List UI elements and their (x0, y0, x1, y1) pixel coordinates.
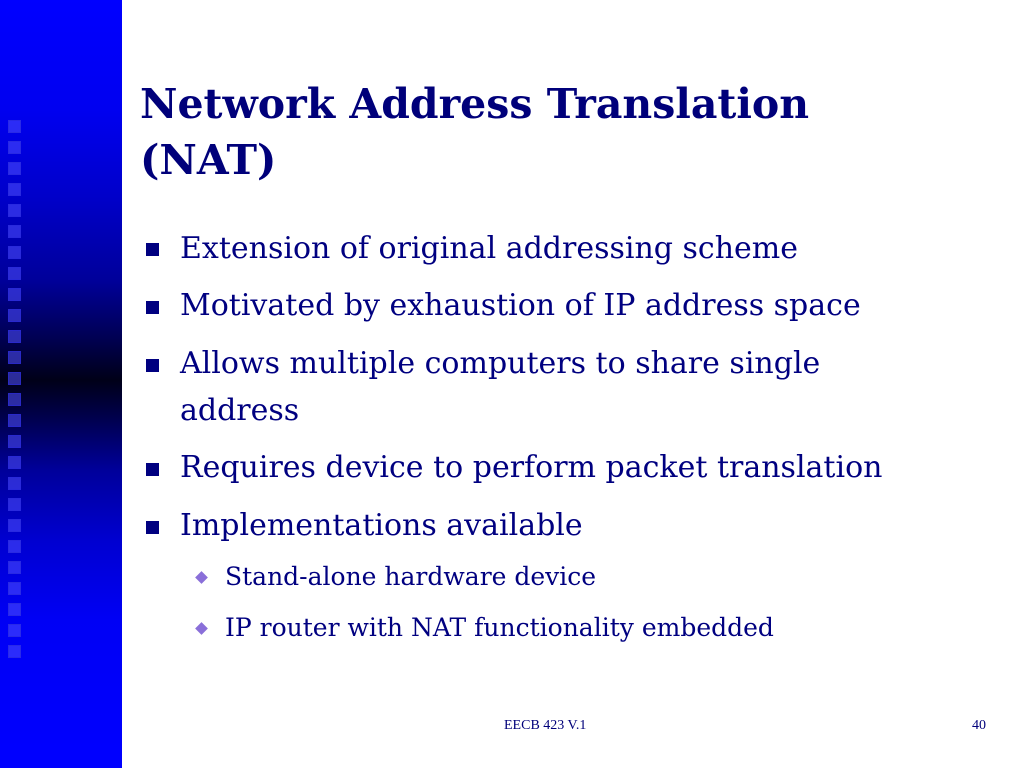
bullet-item-continuation: address (180, 393, 300, 428)
bullet-item: Motivated by exhaustion of IP address sp… (180, 288, 861, 323)
page-number: 40 (972, 718, 986, 733)
square-bullet-icon (146, 243, 159, 256)
sub-bullet-item: Stand-alone hardware device (225, 562, 597, 591)
footer-course-label: EECB 423 V.1 (504, 718, 587, 733)
slide-title-line-1: Network Address Translation (140, 80, 810, 128)
bullet-item: Implementations available (180, 508, 583, 543)
square-bullet-icon (146, 359, 159, 372)
decorative-sidebar (0, 0, 122, 768)
square-bullet-icon (146, 301, 159, 314)
bullet-item: Requires device to perform packet transl… (180, 450, 883, 485)
diamond-bullet-icon (195, 571, 208, 584)
diamond-bullet-icon (195, 622, 208, 635)
square-bullet-icon (146, 521, 159, 534)
slide-title-line-2: (NAT) (140, 136, 277, 184)
bullet-item: Allows multiple computers to share singl… (180, 346, 821, 381)
slide-title: Network Address Translation (NAT) (140, 76, 1000, 188)
sub-bullet-item: IP router with NAT functionality embedde… (225, 613, 774, 642)
sidebar-square-pattern (8, 120, 26, 680)
bullet-item: Extension of original addressing scheme (180, 231, 799, 266)
square-bullet-icon (146, 463, 159, 476)
